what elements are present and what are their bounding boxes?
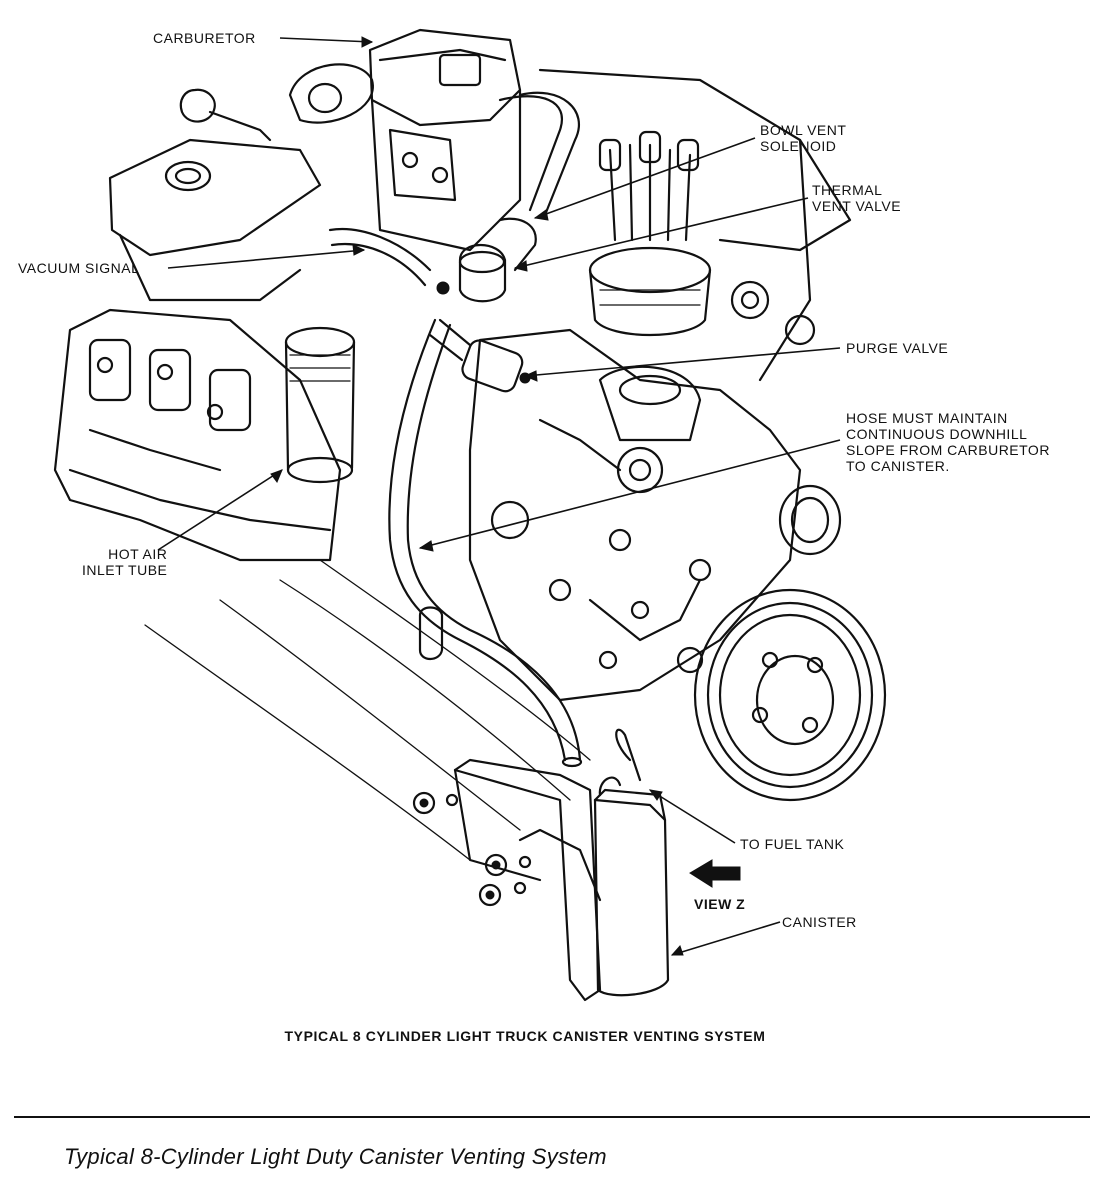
label-purge-valve: PURGE VALVE [846,340,949,356]
label-bowl-vent-solenoid: BOWL VENT SOLENOID [760,122,846,154]
exhaust-manifold [53,308,342,562]
label-canister: CANISTER [782,914,857,930]
view-z-arrow [689,859,741,888]
label-hot-air-line2: INLET TUBE [82,562,168,578]
label-hot-air-inlet-tube: HOT AIR INLET TUBE [82,546,167,578]
hot-air-inlet-tube [284,326,356,484]
label-hose-note-line1: HOSE MUST MAINTAIN [846,410,1008,426]
label-hose-note-line3: SLOPE FROM CARBURETOR [846,442,1050,458]
label-bowl-vent-solenoid-line1: BOWL VENT [760,122,847,138]
label-hose-note: HOSE MUST MAINTAIN CONTINUOUS DOWNHILL S… [846,410,1050,474]
caption-divider [14,1116,1090,1118]
label-hose-note-line4: TO CANISTER. [846,458,950,474]
leader-lines [157,36,841,956]
thermal-vent-valve [436,217,537,303]
label-to-fuel-tank: TO FUEL TANK [740,836,845,852]
engine-front [468,328,802,702]
figure-caption: Typical 8-Cylinder Light Duty Canister V… [64,1144,607,1169]
label-thermal-vent-valve-line2: VENT VALVE [812,198,902,214]
label-vacuum-signal: VACUUM SIGNAL [18,260,140,276]
label-thermal-vent-valve-line1: THERMAL [812,182,883,198]
carburetor-body [179,28,522,252]
diagram-inner-caption: TYPICAL 8 CYLINDER LIGHT TRUCK CANISTER … [284,1028,766,1044]
canister-hose [388,318,583,768]
vacuum-signal-hose [328,228,432,287]
purge-valve-body [428,318,531,393]
frame-rail [144,559,591,861]
left-valve-cover [108,138,322,302]
label-thermal-vent-valve: THERMAL VENT VALVE [812,182,901,214]
canister-assembly [412,728,670,1002]
bowl-vent-hose [498,91,581,217]
label-carburetor: CARBURETOR [153,30,256,46]
pulley [693,484,887,802]
label-bowl-vent-solenoid-line2: SOLENOID [760,138,837,154]
label-view-z: VIEW Z [694,896,746,912]
label-hot-air-line1: HOT AIR [108,546,168,562]
distributor [588,130,712,337]
label-hose-note-line2: CONTINUOUS DOWNHILL [846,426,1028,442]
